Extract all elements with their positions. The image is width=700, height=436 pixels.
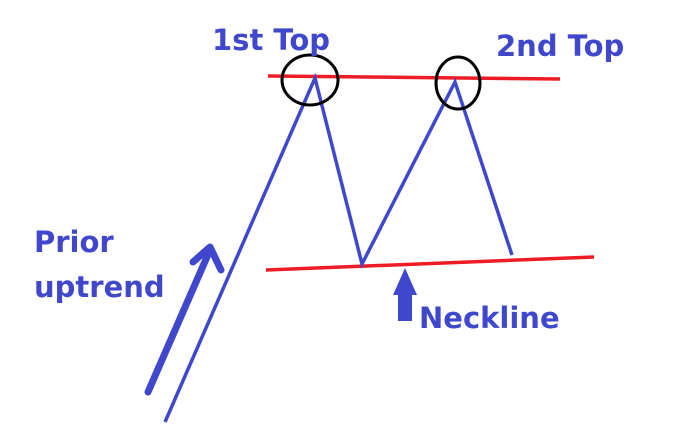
first-top-label: 1st Top	[212, 23, 331, 57]
prior-uptrend-label-line1: Prior	[34, 225, 114, 259]
neckline-arrow-icon	[393, 268, 417, 321]
price-path	[163, 72, 514, 423]
resistance-line	[267, 74, 561, 81]
neckline-label: Neckline	[419, 301, 560, 335]
prior-uptrend-label-line2: uptrend	[34, 270, 165, 304]
uptrend-arrow-icon	[144, 243, 225, 396]
second-top-label: 2nd Top	[496, 29, 625, 63]
neckline	[265, 255, 595, 272]
first-top-circle	[280, 53, 340, 107]
second-top-circle	[434, 55, 482, 111]
